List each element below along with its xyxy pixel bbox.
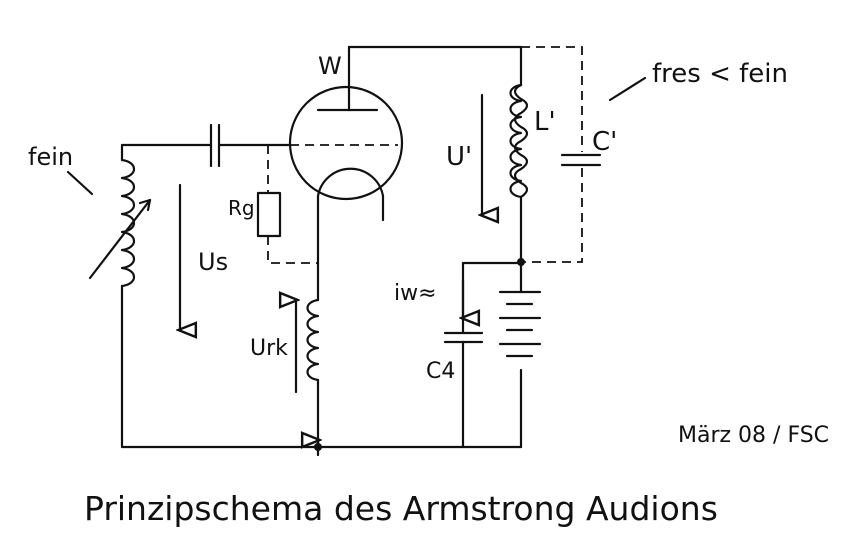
label-resonance: fres < fein — [652, 59, 788, 89]
label-rg: Rg — [228, 196, 255, 220]
label-us: Us — [198, 248, 228, 276]
anode-coil-L — [513, 83, 529, 199]
diagram-title: Prinzipschema des Armstrong Audions — [84, 489, 718, 528]
vacuum-tube — [288, 45, 404, 222]
feedback-coil — [306, 298, 320, 382]
label-c4: C4 — [426, 359, 455, 384]
anode-wire — [347, 45, 523, 87]
label-iw: iw≈ — [394, 281, 437, 306]
label-c: C' — [592, 127, 617, 157]
signature: März 08 / FSC — [678, 423, 829, 448]
grid-resistor — [256, 191, 282, 238]
label-fein: fein — [28, 143, 73, 171]
label-tube: W — [318, 52, 342, 80]
input-coil — [120, 158, 136, 288]
ground-wire — [120, 284, 523, 449]
label-u: U' — [446, 142, 472, 172]
variable-arrow — [88, 198, 152, 280]
cathode-heater — [316, 167, 385, 198]
label-l: L' — [534, 107, 556, 137]
battery — [498, 260, 542, 449]
capacitor-C-dashed-lead — [521, 46, 583, 152]
label-urk: Urk — [250, 336, 288, 361]
